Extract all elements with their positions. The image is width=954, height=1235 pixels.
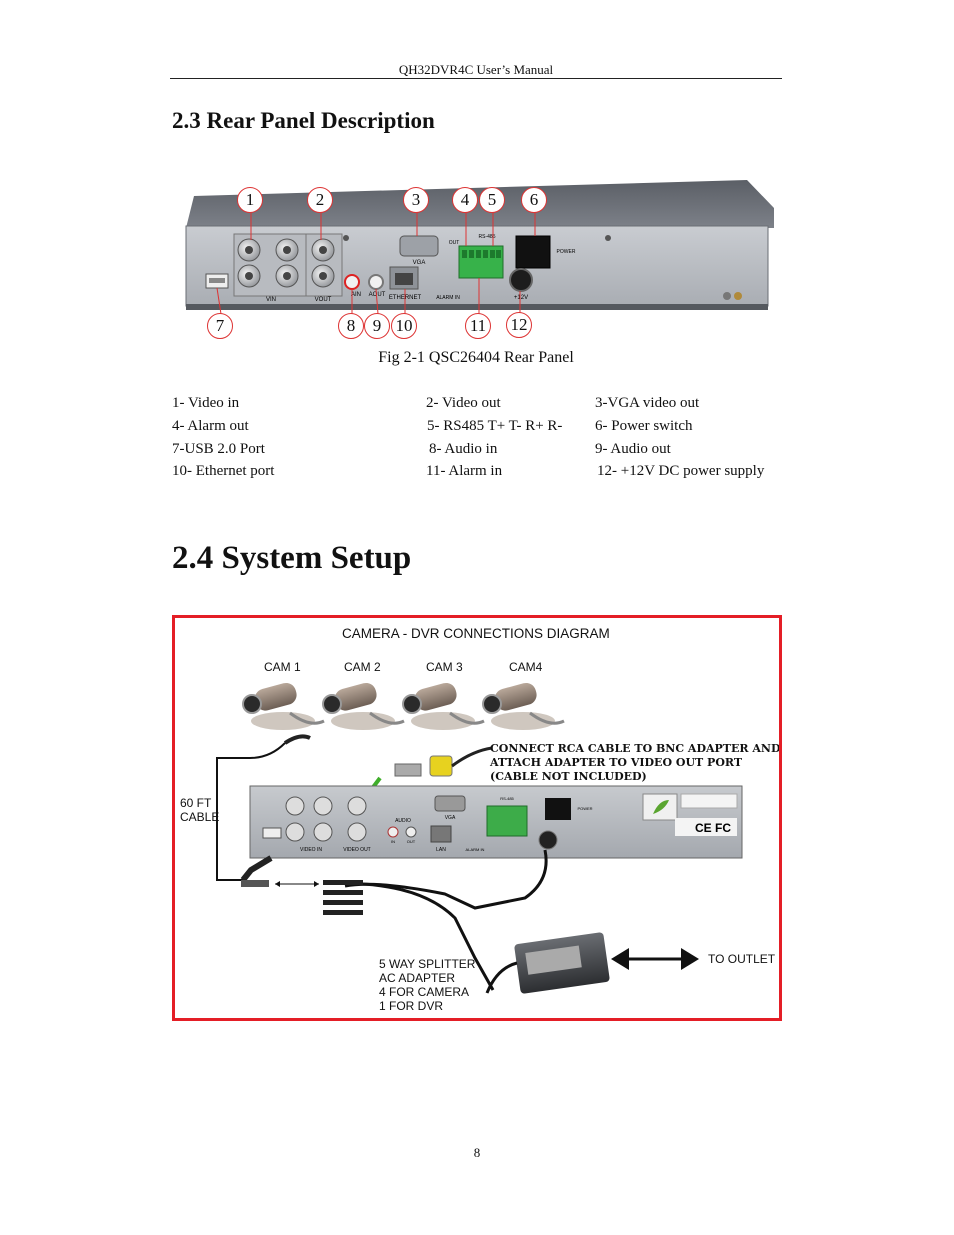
chassis-base: [186, 304, 768, 310]
camera-3: [402, 682, 485, 730]
outlet-arrow: [611, 948, 699, 970]
alarm-in-label: ALARM IN: [436, 295, 460, 301]
legend-item: 1- Video in: [172, 395, 240, 411]
audio-out-port: [368, 274, 384, 290]
legend-item: 11- Alarm in: [426, 463, 503, 479]
cable-label-line-2: CABLE: [180, 810, 220, 824]
callout-8: 8: [338, 313, 364, 339]
cam-label-3: CAM 3: [426, 660, 463, 674]
aout-label: AOUT: [369, 292, 386, 298]
camera-1: [242, 682, 325, 730]
legend-item: 8- Audio in: [429, 441, 498, 457]
ground-screw: [723, 292, 731, 300]
vin-label: VIN: [266, 297, 276, 303]
vout-label: VOUT: [315, 297, 332, 303]
callout-11: 11: [465, 313, 491, 339]
legend-item: 9- Audio out: [595, 441, 671, 457]
diagram-title: CAMERA - DVR CONNECTIONS DIAGRAM: [342, 626, 610, 641]
ain-label: AIN: [351, 292, 361, 298]
dvr-power-label: POWER: [577, 806, 592, 811]
callout-7: 7: [207, 313, 233, 339]
rca-bnc-adapter: [394, 746, 493, 777]
legend-item: 10- Ethernet port: [172, 463, 275, 479]
rca-note-line-1: CONNECT RCA CABLE TO BNC ADAPTER AND: [490, 742, 781, 755]
camera-4: [482, 682, 565, 730]
callout-5: 5: [479, 187, 505, 213]
camera-cable: [216, 742, 286, 881]
rs485-label: RS-485: [479, 234, 496, 240]
splitter-label-line-3: 4 FOR CAMERA: [379, 985, 470, 999]
legend-item: 3-VGA video out: [595, 395, 700, 411]
cam-label-2: CAM 2: [344, 660, 381, 674]
figure-caption: Fig 2-1 QSC26404 Rear Panel: [378, 349, 574, 366]
dvr-alarm-label: ALARM IN: [466, 847, 485, 852]
callout-9: 9: [364, 313, 390, 339]
outlet-label: TO OUTLET: [708, 952, 776, 966]
power-switch: [515, 235, 551, 269]
callout-2: 2: [307, 187, 333, 213]
dvr-videoout-label: VIDEO OUT: [343, 847, 371, 853]
legend-item: 2- Video out: [426, 395, 501, 411]
connections-diagram: CE FC VIDEO IN VIDEO OUT AUDIO IN OUT VG…: [172, 615, 782, 1021]
svg-text:CE FC: CE FC: [695, 821, 731, 835]
diagram-graphics: CE FC VIDEO IN VIDEO OUT AUDIO IN OUT VG…: [216, 682, 743, 994]
callout-6: 6: [521, 187, 547, 213]
callout-1: 1: [237, 187, 263, 213]
power-label: POWER: [557, 249, 576, 255]
vga-port: [399, 235, 439, 257]
out-label: OUT: [449, 240, 460, 246]
rca-note-line-3: (CABLE NOT INCLUDED): [490, 770, 647, 783]
dvr-rs485-label: RS-485: [500, 796, 514, 801]
legend-item: 12- +12V DC power supply: [597, 463, 765, 479]
legend-item: 6- Power switch: [595, 418, 693, 434]
audio-in-port: [344, 274, 360, 290]
video-out-connectors: [305, 233, 343, 297]
ac-adapter: [485, 932, 610, 994]
vga-label: VGA: [413, 260, 426, 266]
cable-label-line-1: 60 FT: [180, 796, 212, 810]
cam-label-1: CAM 1: [264, 660, 301, 674]
rca-note-line-2: ATTACH ADAPTER TO VIDEO OUT PORT: [490, 756, 743, 769]
dc-12v-port: [509, 268, 533, 292]
dvr-vga-label: VGA: [445, 815, 456, 821]
callout-12: 12: [506, 312, 532, 338]
callout-4: 4: [452, 187, 478, 213]
dvr-unit: CE FC: [249, 785, 743, 859]
dvr-lan-label: LAN: [436, 847, 446, 853]
dvr-audio-in-label: IN: [391, 839, 395, 844]
legend-item: 5- RS485 T+ T- R+ R-: [427, 418, 563, 434]
video-in-connectors: [233, 233, 307, 297]
v12-label: +12V: [514, 295, 528, 301]
splitter-label-line-1: 5 WAY SPLITTER: [379, 957, 476, 971]
splitter-label-line-2: AC ADAPTER: [379, 971, 456, 985]
page-number: 8: [473, 1145, 481, 1160]
callout-10: 10: [391, 313, 417, 339]
legend-item: 7-USB 2.0 Port: [172, 441, 265, 457]
section-title-rear-panel: 2.3 Rear Panel Description: [172, 108, 435, 133]
dvr-power-cable: [344, 849, 548, 910]
dvr-audio-label: AUDIO: [395, 818, 411, 824]
callout-3: 3: [403, 187, 429, 213]
dvr-videoin-label: VIDEO IN: [300, 847, 322, 853]
splitter: [241, 880, 363, 915]
header-rule: [170, 78, 782, 79]
splitter-label-line-4: 1 FOR DVR: [379, 999, 444, 1013]
rear-panel-figure: VIN VOUT VGA AIN AOUT ETHERNET OUT RS-48…: [185, 180, 774, 315]
section-title-system-setup: 2.4 System Setup: [172, 540, 412, 576]
legend-item: 4- Alarm out: [172, 418, 249, 434]
dvr-audio-out-label: OUT: [407, 839, 416, 844]
screw: [605, 235, 611, 241]
camera-2: [322, 682, 405, 730]
ground-screw: [734, 292, 742, 300]
cam-label-4: CAM4: [509, 660, 543, 674]
screw: [343, 235, 349, 241]
running-header: QH32DVR4C User’s Manual: [398, 62, 554, 77]
